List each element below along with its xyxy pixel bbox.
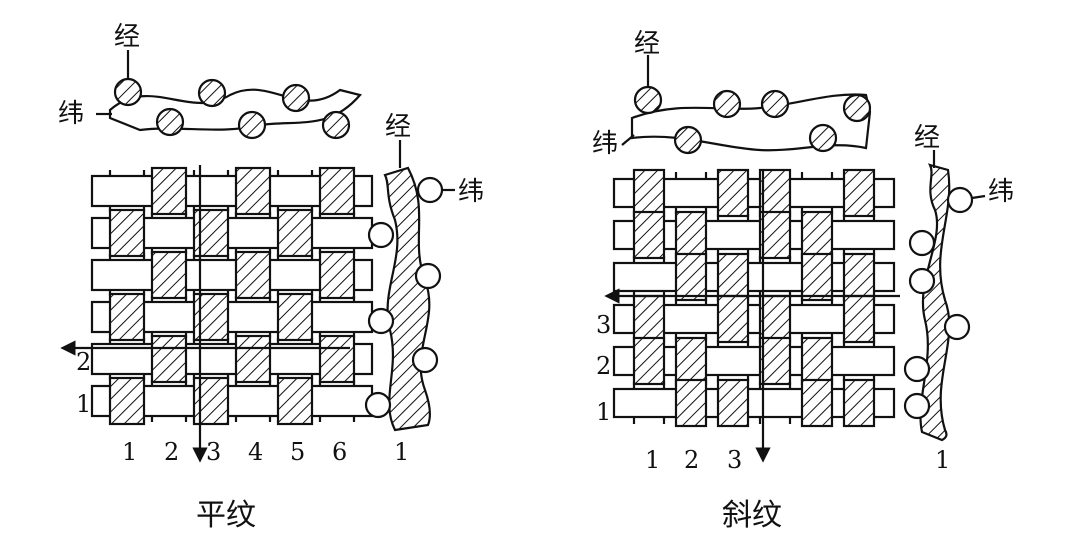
twill-warp-float bbox=[842, 252, 876, 302]
twill-row-num-1: 1 bbox=[596, 398, 611, 426]
plain-warp-float bbox=[108, 376, 146, 426]
plain-warp-float bbox=[108, 292, 146, 342]
twill-warp-float bbox=[674, 378, 708, 428]
plain-weft-label: 纬 bbox=[58, 99, 84, 129]
twill-warp-label: 经 bbox=[634, 29, 660, 59]
plain-warp-float bbox=[234, 250, 272, 300]
twill-warp-float bbox=[758, 294, 792, 344]
twill-warp-float bbox=[800, 210, 834, 260]
plain-warp-float bbox=[108, 208, 146, 258]
twill-warp-float bbox=[674, 252, 708, 302]
plain-warp-label: 经 bbox=[114, 22, 140, 52]
twill-weft-cross-section bbox=[621, 55, 872, 155]
twill-warp-float bbox=[716, 168, 750, 218]
twill-warp-cross-section bbox=[903, 150, 986, 442]
plain-warp-float bbox=[276, 376, 314, 426]
twill-warp-float bbox=[758, 336, 792, 386]
plain-col-num: 2 bbox=[164, 438, 179, 466]
twill-warp-float bbox=[758, 168, 792, 218]
twill-col-num: 3 bbox=[727, 446, 742, 474]
twill-col-numbers: 1 2 3 bbox=[645, 446, 742, 474]
twill-warp-float bbox=[632, 294, 666, 344]
plain-col-num: 3 bbox=[206, 438, 221, 466]
twill-warp-float bbox=[674, 336, 708, 386]
plain-warp-float bbox=[276, 208, 314, 258]
twill-side-weft-label: 纬 bbox=[988, 177, 1014, 207]
plain-warp-float bbox=[150, 250, 188, 300]
plain-warp-float bbox=[234, 334, 272, 384]
twill-weave-grid bbox=[612, 168, 896, 428]
plain-warp-float bbox=[234, 166, 272, 216]
plain-side-weft-label: 纬 bbox=[458, 177, 484, 207]
twill-col-num: 2 bbox=[684, 446, 699, 474]
twill-warp-float bbox=[716, 252, 750, 302]
plain-caption: 平纹 bbox=[196, 498, 256, 533]
plain-warp-float bbox=[150, 166, 188, 216]
twill-warp-float bbox=[758, 210, 792, 260]
plain-weft-cross-section bbox=[96, 50, 362, 140]
plain-col-numbers: 1 2 3 4 5 6 bbox=[122, 438, 347, 466]
plain-warp-float bbox=[318, 334, 356, 384]
twill-side-warp-label: 经 bbox=[914, 123, 940, 153]
twill-warp-float bbox=[800, 336, 834, 386]
twill-warp-float bbox=[716, 294, 750, 344]
twill-warp-float bbox=[842, 378, 876, 428]
plain-warp-cross-section bbox=[364, 140, 455, 432]
plain-warp-float bbox=[276, 292, 314, 342]
plain-col-num: 6 bbox=[332, 438, 347, 466]
twill-warp-float bbox=[842, 168, 876, 218]
twill-warp-float bbox=[716, 378, 750, 428]
plain-weave-grid bbox=[90, 166, 374, 426]
twill-row-num-3: 3 bbox=[596, 311, 611, 339]
plain-side-num: 1 bbox=[394, 438, 409, 466]
plain-warp-float bbox=[318, 250, 356, 300]
twill-warp-float bbox=[632, 336, 666, 386]
plain-weave-panel: 经 纬 经 纬 1 2 3 4 bbox=[58, 22, 484, 533]
twill-caption: 斜纹 bbox=[722, 498, 782, 533]
twill-side-num: 1 bbox=[935, 446, 950, 474]
twill-weave-panel: 经 纬 经 纬 1 2 3 1 2 3 1 bbox=[592, 29, 1014, 533]
plain-col-num: 4 bbox=[248, 438, 263, 466]
twill-row-num-2: 2 bbox=[596, 352, 611, 380]
twill-warp-float bbox=[632, 168, 666, 218]
plain-warp-float bbox=[150, 334, 188, 384]
twill-warp-float bbox=[800, 252, 834, 302]
plain-row-num-1: 1 bbox=[76, 390, 91, 418]
plain-side-warp-label: 经 bbox=[385, 112, 411, 142]
plain-col-num: 5 bbox=[290, 438, 305, 466]
twill-warp-float bbox=[800, 378, 834, 428]
twill-weft-label: 纬 bbox=[592, 129, 618, 159]
twill-warp-float bbox=[842, 294, 876, 344]
twill-warp-float bbox=[674, 210, 708, 260]
plain-col-num: 1 bbox=[122, 438, 137, 466]
plain-warp-float bbox=[318, 166, 356, 216]
twill-warp-float bbox=[632, 210, 666, 260]
twill-col-num: 1 bbox=[645, 446, 660, 474]
plain-row-num-2: 2 bbox=[76, 348, 91, 376]
